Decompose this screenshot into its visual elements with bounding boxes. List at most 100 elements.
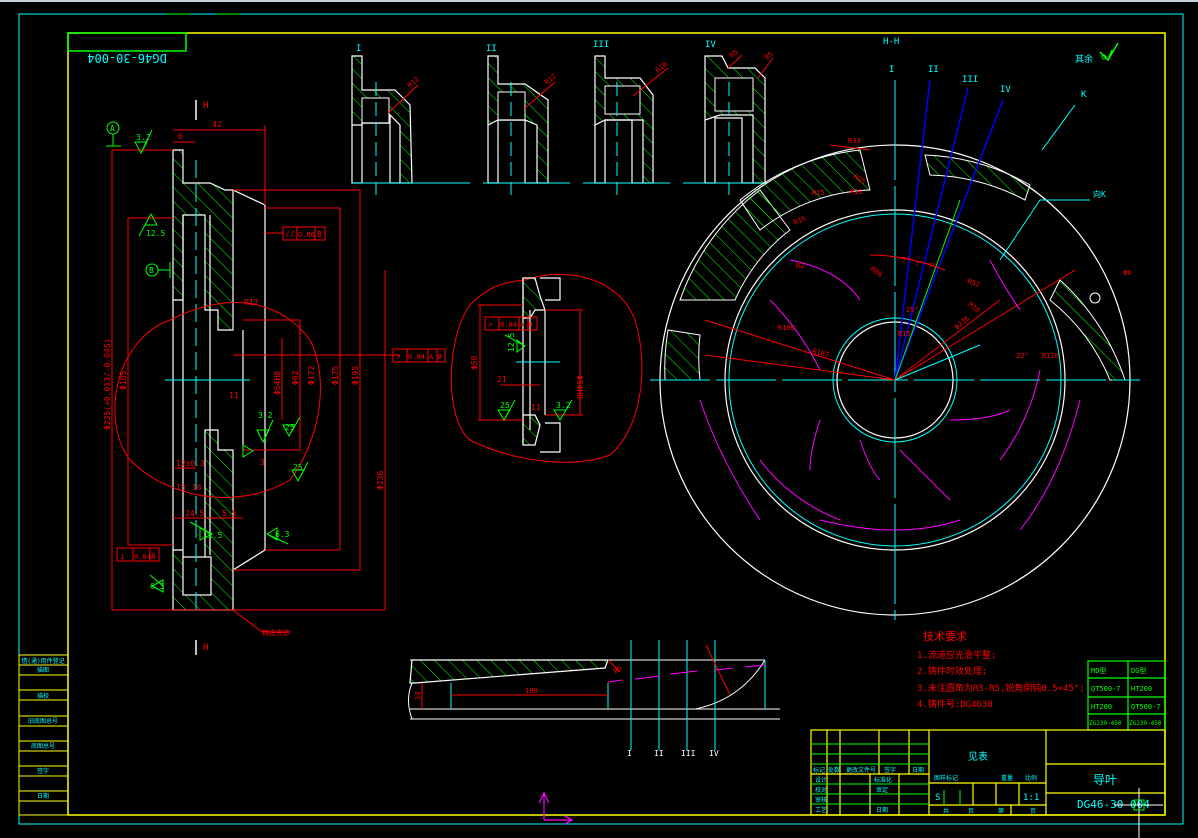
view-k-arrow-label: 向K	[1093, 189, 1106, 199]
technical-requirements: 技术要求 1.流道应光滑平整; 2.铸件时效处理; 3.未注圆角为R3-R5,锐…	[917, 630, 1085, 710]
material-cell: QT500-7	[1131, 703, 1161, 711]
dim-phi62: Φ62	[291, 370, 300, 385]
blade-profile-view: 100 14 R5 I II III IV	[408, 640, 780, 758]
title-block-cell: 工艺	[815, 806, 827, 814]
dim-r17: R17	[244, 298, 259, 307]
dim-7deg: 7°	[928, 262, 936, 270]
side-strip-item: 描图	[37, 666, 49, 674]
blade-label-ii: II	[654, 749, 664, 758]
datum-a-label: A	[110, 124, 115, 133]
dim-r110: R110	[1042, 352, 1059, 360]
title-block-cell: 签字	[884, 766, 896, 774]
note-label: 铸造夹砂	[262, 628, 290, 637]
tech-requirement-item: 3.未注圆角为R3-R5,锐角倒钝0.5×45°;	[917, 682, 1085, 694]
title-block-cell: 标记	[813, 766, 825, 774]
material-cell: QT500-7	[1091, 685, 1121, 693]
dim-r5: R5	[763, 50, 775, 62]
dim-24-5: 24.5	[185, 509, 204, 518]
surface-mark: 12.5	[507, 333, 516, 352]
surface-mark: 12.5	[146, 229, 165, 238]
title-block-cell: 重量	[1001, 774, 1013, 782]
title-block-cell: 日期	[876, 806, 888, 814]
dim-r10: R10	[850, 188, 863, 196]
title-block-cell: 审核	[815, 796, 827, 804]
hh-label-iv: IV	[1000, 85, 1011, 95]
crosshair-cursor	[1114, 788, 1163, 838]
material-cell: DG型	[1131, 666, 1146, 675]
dim-r16: R16	[792, 214, 807, 227]
title-block-cell: 更改文件号	[846, 766, 876, 774]
material-table: MD型 DG型 QT500-7 HT200 HT200 QT500-7 ZG23…	[1087, 660, 1166, 731]
datum-b-label: B	[149, 266, 154, 275]
dim-phi235: Φ235(+0.013/-0.045)	[103, 338, 112, 430]
side-strip-item: 借(通)用件登记	[21, 657, 64, 665]
dim-r12: R12	[543, 72, 558, 86]
section-title-hh: H-H	[883, 37, 899, 47]
title-block-cell: 审定	[876, 786, 888, 794]
hh-label-iii: III	[962, 75, 978, 85]
gdt-value: 0.06	[298, 231, 315, 239]
dim-11: 11	[531, 403, 541, 412]
dim-phi6: Φ6	[1123, 269, 1131, 277]
title-material: 见表	[968, 750, 988, 763]
section-label-iii: III	[593, 40, 609, 50]
dim-phi58: Φ58	[470, 355, 479, 370]
title-block: 标记 处数 更改文件号 签字 日期 设计 标准化 校对 审定 审核 工艺 日期 …	[810, 729, 1166, 816]
material-cell: ZG230-450	[1089, 720, 1122, 727]
dim-phi236: Φ236	[376, 471, 385, 490]
dim-15: 15	[176, 483, 186, 492]
title-drawing-number: DG46-30-004	[1077, 798, 1150, 811]
surface-mark: 3.2	[136, 133, 151, 142]
surface-mark: 3.2	[258, 411, 273, 420]
gdt-datum: A	[151, 552, 156, 561]
material-cell: HT200	[1131, 685, 1152, 693]
surface-mark: 6.3	[150, 582, 165, 591]
dim-phi54h8: Φ54H8	[273, 371, 282, 395]
section-label-i: I	[356, 44, 361, 54]
dim-phi185: Φ185	[119, 371, 128, 390]
title-block-cell: 设计	[815, 776, 827, 784]
dim-r12: R12	[406, 75, 421, 89]
dim-r33: R33	[848, 137, 861, 145]
dim-12: 12±0.3	[176, 459, 205, 468]
view-k-label: K	[1081, 90, 1087, 100]
side-strip-item: 底图总号	[31, 742, 55, 750]
section-mark-top: H	[203, 101, 208, 111]
gdt-parallel: // 0.06 B	[265, 226, 326, 241]
side-strip-labels: 借(通)用件登记 描图 描校 旧底图总号 底图总号 签字 日期	[21, 657, 64, 800]
title-block-cell: 日期	[912, 766, 924, 774]
dim-100: 100	[525, 687, 538, 695]
dim-25deg: 25°	[906, 306, 919, 314]
outer-frame	[18, 13, 1184, 825]
surface-mark: 3.2	[556, 401, 571, 410]
material-cell: HT200	[1091, 703, 1112, 711]
dim-42: 42	[212, 120, 222, 129]
title-stage-mark: S	[935, 793, 940, 803]
dim-r52: R52	[966, 277, 981, 289]
gdt-datum: B	[317, 230, 322, 239]
side-strip	[18, 654, 69, 816]
gdt-symbol: ↗	[396, 352, 401, 361]
dim-7deg: 7°	[915, 260, 923, 268]
title-block-cell: 图样标记	[934, 774, 958, 782]
surface-mark: 25	[293, 463, 303, 472]
dim-r5: R5	[612, 664, 624, 676]
title-block-cell: 第	[998, 807, 1004, 815]
dim-phi195: Φ195	[351, 366, 360, 385]
dim-16: 16	[192, 483, 202, 492]
gdt-value: 0.04	[134, 553, 151, 561]
gdt-runout-1: ↗ 0.04 A B	[392, 348, 446, 363]
mirrored-drawing-number: DG46-30-004	[87, 51, 166, 65]
datum-a: A	[106, 121, 121, 147]
dim-5-5: 5.5	[222, 509, 237, 518]
mirrored-number-box: DG46-30-004	[67, 32, 187, 65]
dim-21: 21	[497, 375, 507, 384]
dim-3: 3	[260, 458, 265, 467]
material-cell: ZG230-450	[1129, 720, 1162, 727]
dim-22deg: 22°	[1016, 352, 1029, 360]
tech-requirement-item: 4.铸件号:DG4630	[917, 698, 993, 710]
dim-r5: R5	[728, 48, 740, 60]
side-strip-item: 描校	[37, 692, 49, 700]
title-block-cell: 页	[1030, 808, 1036, 815]
